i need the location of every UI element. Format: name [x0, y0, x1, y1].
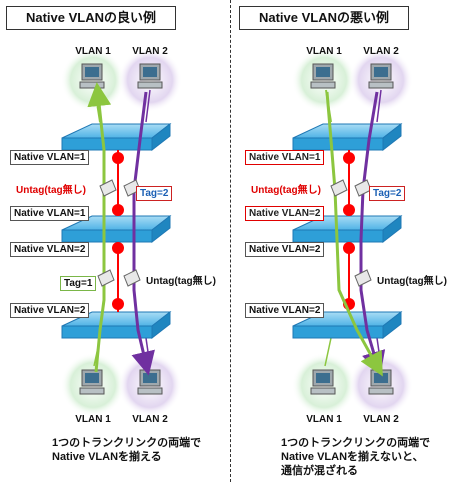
switch-top — [292, 122, 403, 152]
untag-label: Untag(tag無し) — [146, 276, 216, 287]
frame-envelope-icon — [99, 179, 117, 197]
native-vlan-label: Native VLAN=2 — [10, 242, 90, 257]
pc-icon-vlan2-bottom — [368, 369, 394, 395]
vlan1-traffic-path — [325, 91, 383, 377]
frame-envelope-icon — [354, 269, 372, 287]
good-example-panel: Native VLANの良い例 — [6, 6, 216, 464]
vlan2-traffic-path — [359, 91, 386, 376]
pc-icon-vlan2-top — [368, 63, 394, 89]
frame-envelope-icon — [97, 269, 115, 287]
pc-icon-vlan2-bottom — [137, 369, 163, 395]
vlan1-label-top: VLAN 1 — [306, 46, 342, 57]
good-title: Native VLANの良い例 — [6, 6, 176, 30]
bad-example-panel: Native VLANの悪い例 — [231, 0, 462, 482]
tag-label: Tag=1 — [60, 276, 97, 291]
native-vlan-label: Native VLAN=1 — [245, 150, 325, 165]
vlan1-label-bottom: VLAN 1 — [75, 414, 111, 425]
untag-label: Untag(tag無し) — [16, 185, 86, 196]
caption-line: 1つのトランクリンクの両端で — [281, 437, 431, 449]
caption-line: 1つのトランクリンクの両端で — [52, 437, 202, 449]
vlan2-traffic-path — [131, 91, 155, 376]
good-network-diagram — [61, 48, 182, 417]
untag-label: Untag(tag無し) — [377, 276, 447, 287]
pc-icon-vlan1-bottom — [79, 369, 105, 395]
native-vlan-label: Native VLAN=2 — [245, 242, 325, 257]
frame-envelope-icon — [330, 179, 348, 197]
bad-title: Native VLANの悪い例 — [239, 6, 409, 30]
tag-label: Tag=2 — [136, 186, 173, 201]
pc-icon-vlan1-bottom — [310, 369, 336, 395]
switch-top — [61, 122, 172, 152]
vlan2-label-top: VLAN 2 — [363, 46, 399, 57]
good-caption: 1つのトランクリンクの両端で Native VLANを揃える — [52, 436, 201, 464]
frame-envelope-icon — [123, 269, 141, 287]
vlan1-label-top: VLAN 1 — [75, 46, 111, 57]
trunk-port-dot — [112, 298, 124, 310]
trunk-port-dot — [343, 152, 355, 164]
caption-line: 通信が混ざれる — [281, 465, 358, 477]
native-vlan-label: Native VLAN=2 — [245, 206, 325, 221]
trunk-port-dot — [343, 242, 355, 254]
tag-label: Tag=2 — [369, 186, 406, 201]
trunk-port-dot — [343, 204, 355, 216]
pc-icon-vlan1-top — [79, 63, 105, 89]
native-vlan-label: Native VLAN=1 — [10, 150, 90, 165]
pc-icon-vlan2-top — [137, 63, 163, 89]
trunk-port-dot — [112, 204, 124, 216]
bad-network-diagram — [292, 48, 413, 417]
pc-icon-vlan1-top — [310, 63, 336, 89]
switch-middle — [61, 214, 172, 244]
trunk-port-dot — [112, 242, 124, 254]
vlan1-traffic-path — [87, 82, 112, 373]
trunk-port-dot — [112, 152, 124, 164]
native-vlan-label: Native VLAN=2 — [10, 303, 90, 318]
untag-label: Untag(tag無し) — [251, 185, 321, 196]
panel-divider — [230, 0, 231, 482]
vlan2-label-bottom: VLAN 2 — [363, 414, 399, 425]
vlan2-label-top: VLAN 2 — [132, 46, 168, 57]
vlan1-label-bottom: VLAN 1 — [306, 414, 342, 425]
native-vlan-label: Native VLAN=2 — [245, 303, 325, 318]
caption-line: Native VLANを揃える — [52, 451, 162, 463]
bad-caption: 1つのトランクリンクの両端で Native VLANを揃えないと、 通信が混ざれ… — [281, 436, 430, 478]
vlan2-label-bottom: VLAN 2 — [132, 414, 168, 425]
caption-line: Native VLANを揃えないと、 — [281, 451, 424, 463]
native-vlan-label: Native VLAN=1 — [10, 206, 90, 221]
